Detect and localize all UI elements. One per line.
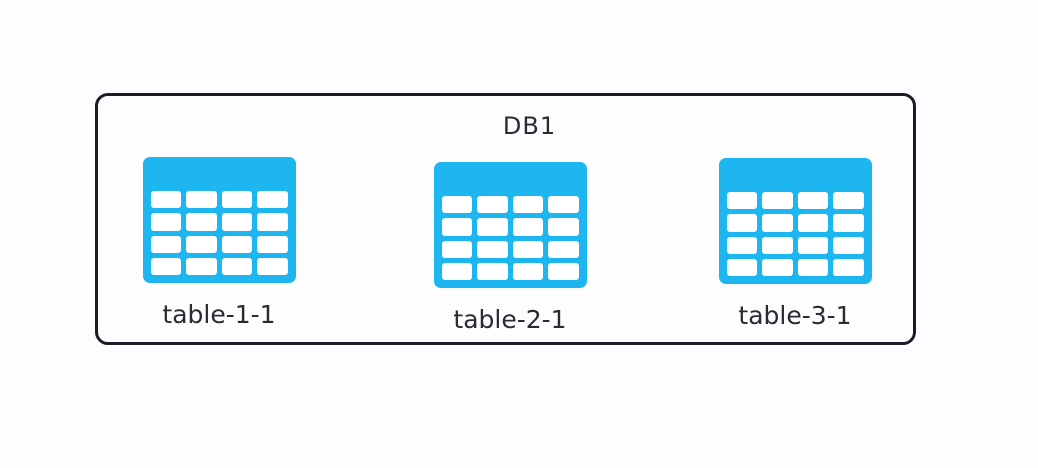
table-icon-cell — [726, 192, 757, 210]
table-icon-cell — [762, 214, 793, 232]
table-icon-cell — [186, 257, 217, 275]
table-icon-cell — [548, 196, 579, 214]
table-icon-cell — [548, 240, 579, 258]
table-icon-cell — [257, 213, 288, 231]
table-icon-cell — [797, 258, 828, 276]
table-icon-cell — [186, 213, 217, 231]
table-icon-cell — [477, 218, 508, 236]
table-icon-cell — [762, 192, 793, 210]
table-icon-cell — [150, 235, 181, 253]
table-icon-cell — [762, 258, 793, 276]
table-grid-icon — [718, 158, 872, 284]
table-icon-cell — [441, 262, 472, 280]
table-icon-grid — [441, 196, 579, 280]
table-icon-cell — [797, 192, 828, 210]
table-icon-cell — [221, 257, 252, 275]
table-icon-cell — [441, 196, 472, 214]
table-icon-cell — [477, 262, 508, 280]
table-icon-cell — [441, 218, 472, 236]
table-label: table-1-1 — [162, 300, 276, 329]
table-grid-icon — [433, 162, 587, 288]
table-label: table-3-1 — [738, 301, 852, 330]
table-icon-cell — [477, 240, 508, 258]
table-icon-cell — [477, 196, 508, 214]
table-item: table-2-1 — [425, 162, 595, 334]
table-icon-cell — [150, 191, 181, 209]
table-icon-cell — [512, 240, 543, 258]
table-icon-cell — [186, 235, 217, 253]
table-icon-grid — [150, 191, 288, 275]
table-icon-cell — [512, 218, 543, 236]
table-icon-cell — [833, 192, 864, 210]
table-icon-cell — [548, 218, 579, 236]
table-icon-cell — [257, 257, 288, 275]
table-icon-cell — [797, 214, 828, 232]
table-icon-cell — [257, 235, 288, 253]
table-icon-cell — [833, 214, 864, 232]
table-icon-grid — [726, 192, 864, 276]
table-icon-cell — [548, 262, 579, 280]
table-item: table-3-1 — [710, 158, 880, 330]
table-icon-cell — [762, 236, 793, 254]
table-icon-cell — [726, 236, 757, 254]
table-icon-cell — [441, 240, 472, 258]
table-icon-cell — [512, 196, 543, 214]
database-container: DB1 table-1-1 table-2-1 table-3-1 — [95, 93, 916, 345]
table-icon-cell — [726, 258, 757, 276]
table-icon-cell — [833, 236, 864, 254]
table-item: table-1-1 — [134, 157, 304, 329]
table-grid-icon — [142, 157, 296, 283]
table-icon-cell — [257, 191, 288, 209]
table-icon-cell — [221, 235, 252, 253]
table-icon-cell — [150, 213, 181, 231]
database-title: DB1 — [502, 112, 557, 140]
table-icon-cell — [150, 257, 181, 275]
table-icon-cell — [221, 191, 252, 209]
table-icon-cell — [186, 191, 217, 209]
table-label: table-2-1 — [453, 305, 567, 334]
table-icon-cell — [512, 262, 543, 280]
table-icon-cell — [797, 236, 828, 254]
table-icon-cell — [221, 213, 252, 231]
table-icon-cell — [833, 258, 864, 276]
table-icon-cell — [726, 214, 757, 232]
